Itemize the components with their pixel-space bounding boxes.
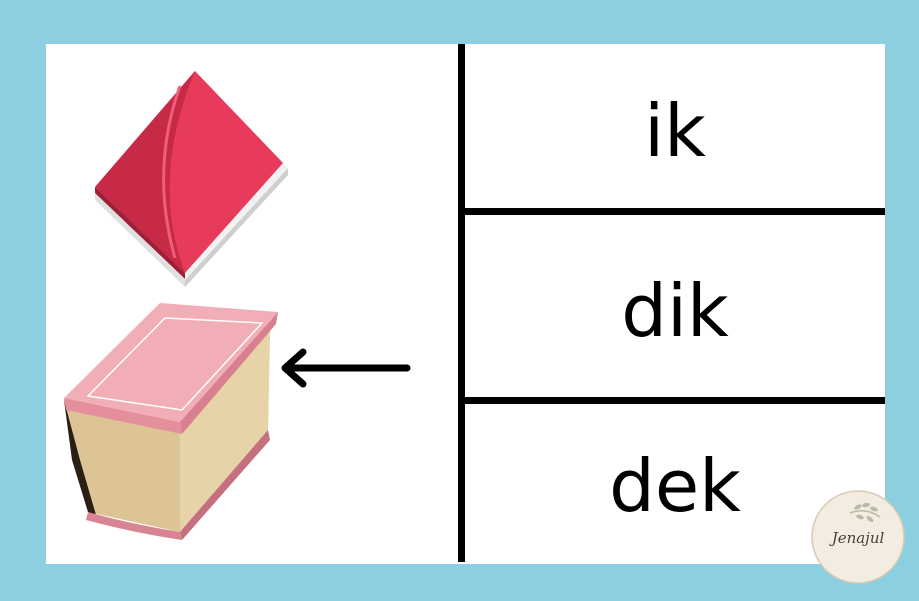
arrow-left-icon bbox=[281, 348, 411, 388]
vertical-divider bbox=[458, 44, 465, 562]
word-option-dek[interactable]: dek bbox=[609, 444, 741, 528]
row-divider-2 bbox=[461, 397, 885, 404]
word-option-dik[interactable]: dik bbox=[621, 269, 729, 353]
row-divider-1 bbox=[461, 208, 885, 215]
word-option-ik[interactable]: ik bbox=[644, 89, 706, 173]
thick-pink-book-icon bbox=[64, 303, 278, 540]
red-book-icon bbox=[95, 71, 288, 287]
logo-text: Jenajul bbox=[829, 529, 885, 547]
olive-branch-icon bbox=[849, 502, 881, 522]
author-logo: Jenajul bbox=[811, 490, 905, 584]
